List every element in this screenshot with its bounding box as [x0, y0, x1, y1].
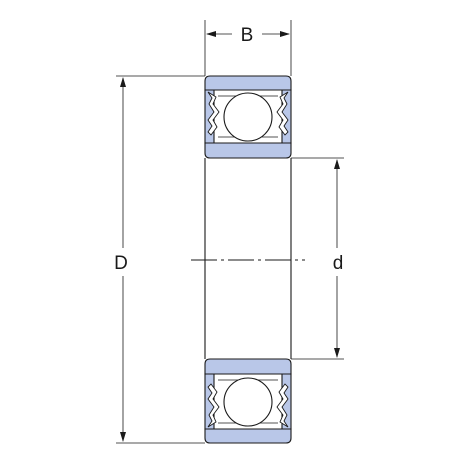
outer-diameter-d-label: D	[114, 253, 128, 274]
b-arrow-right	[280, 31, 290, 37]
bottom-seal-left	[207, 383, 220, 428]
bearing-body-outline	[191, 158, 305, 359]
top-section	[204, 75, 292, 159]
d-bore-arrow-bottom	[334, 348, 340, 358]
bottom-outer-ring	[204, 428, 292, 444]
bottom-ball	[223, 377, 273, 427]
top-inner-ring	[204, 142, 292, 159]
d-outer-arrow-bottom	[120, 432, 126, 442]
d-bore-arrow-top	[334, 159, 340, 169]
top-outer-ring	[204, 75, 292, 91]
bottom-section	[204, 358, 292, 444]
width-b-label: B	[241, 25, 254, 46]
top-ball	[223, 92, 273, 142]
bore-diameter-d-label: d	[333, 253, 344, 274]
bottom-seal-right	[276, 383, 289, 428]
b-arrow-left	[206, 31, 216, 37]
top-seal-right	[276, 91, 289, 136]
top-seal-left	[207, 91, 220, 136]
bottom-inner-ring	[204, 358, 292, 375]
dimension-d-bore: d	[291, 157, 344, 360]
dimension-b: B	[204, 20, 292, 76]
dimension-d-outer: D	[114, 75, 205, 444]
d-outer-arrow-top	[120, 77, 126, 87]
